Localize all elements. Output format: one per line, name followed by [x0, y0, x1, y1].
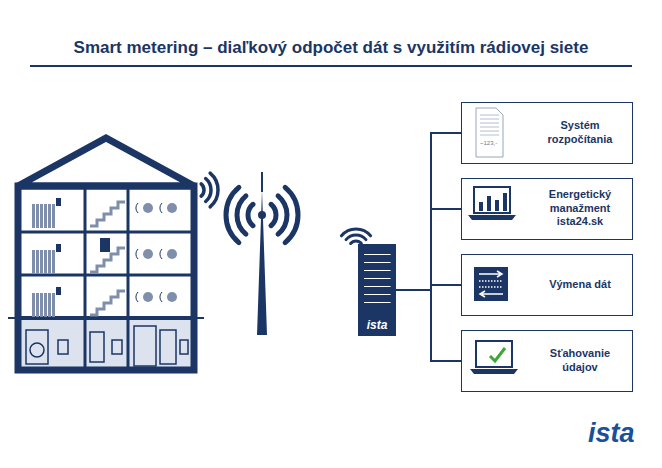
box-label: Energetický manažment ista24.sk: [532, 188, 628, 229]
server-box: ista: [358, 244, 396, 336]
title-rule: [30, 65, 632, 67]
radio-tower: [257, 172, 267, 335]
output-box: Výmena dát: [461, 254, 633, 316]
box-label: Systém rozpočítania: [532, 119, 628, 147]
radio-waves: [201, 173, 370, 243]
box-icons: [468, 108, 518, 374]
connector-line: [396, 209, 461, 290]
output-box: Energetický manažment ista24.sk: [461, 178, 633, 240]
output-box: Systém rozpočítania: [461, 102, 633, 164]
building: [8, 138, 204, 370]
connector-line: [396, 133, 461, 290]
output-box: Sťahovanie údajov: [461, 330, 633, 392]
box-label: Výmena dát: [532, 278, 628, 292]
invoice-amount: ~123,-: [480, 140, 497, 146]
server-label: ista: [358, 318, 396, 332]
connector-line: [396, 290, 461, 361]
diagram-title: Smart metering – diaľkový odpočet dát s …: [10, 38, 652, 58]
box-label: Sťahovanie údajov: [532, 347, 628, 375]
logo-text: ista: [588, 418, 635, 449]
